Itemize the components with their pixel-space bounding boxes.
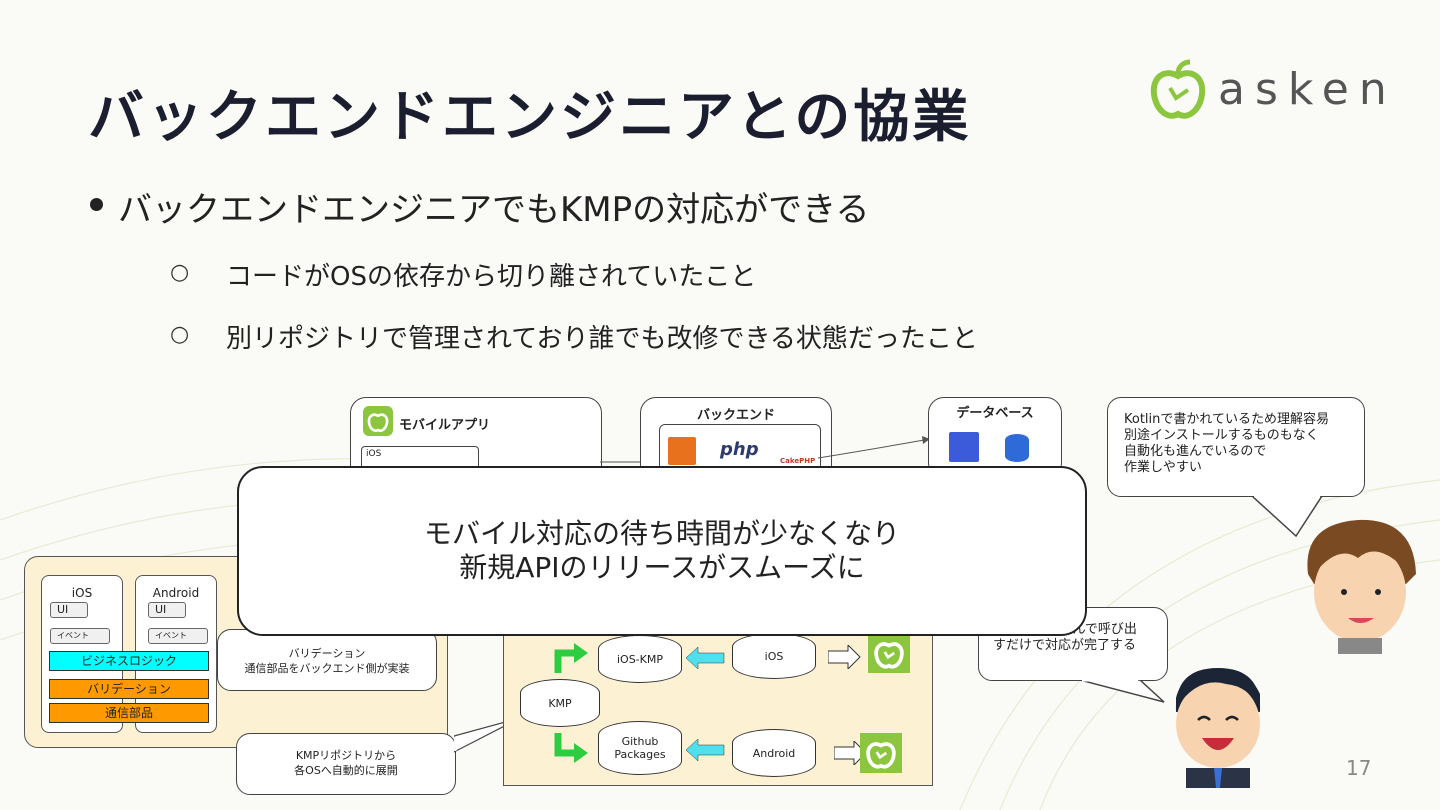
brand-logo: asken — [1150, 58, 1390, 124]
sub-bullet-marker: ○ — [170, 322, 190, 347]
brand-name: asken — [1218, 64, 1397, 115]
speech-tail-bottom — [1080, 680, 1165, 703]
validation-note: バリデーション 通信部品をバックエンド側が実装 — [217, 629, 437, 691]
sub-bullet-marker: ○ — [170, 260, 190, 285]
callout-box: モバイル対応の待ち時間が少なくなり 新規APIのリリースがスムーズに — [237, 466, 1087, 636]
server-icon — [668, 437, 696, 465]
bullet-main: バックエンドエンジニアでもKMPの対応ができる — [118, 190, 870, 230]
kmp-repo-note: KMPリポジトリから 各OSへ自動的に展開 — [236, 733, 456, 795]
android-column-title: Android — [152, 586, 200, 600]
database-title: データベース — [956, 406, 1034, 421]
ios-kmp-cylinder: iOS-KMP — [598, 635, 682, 683]
mobile-ios-label: iOS — [366, 449, 382, 459]
validation-note-line: 通信部品をバックエンド側が実装 — [244, 662, 410, 675]
ios-ui-pill: UI — [50, 602, 88, 618]
ios-cylinder: iOS — [732, 633, 816, 679]
speech-bubble-top: Kotlinで書かれているため理解容易 別途インストールするものもなく 自動化も… — [1107, 397, 1365, 497]
callout-line-2: 新規APIのリリースがスムーズに — [459, 551, 865, 584]
cyan-arrow-ios — [686, 647, 725, 669]
cyan-arrow-android — [686, 739, 725, 761]
packages-label: Packages — [614, 748, 666, 761]
page-number: 17 — [1346, 756, 1372, 780]
sub-bullet-1: コードがOSの依存から切り離されていたこと — [226, 262, 757, 292]
green-arrow-up — [554, 643, 588, 673]
php-logo: php — [720, 439, 759, 460]
kmp-repo-note-line: KMPリポジトリから — [295, 749, 397, 762]
network-bar: 通信部品 — [49, 703, 209, 723]
asken-android-app-icon — [860, 733, 902, 773]
speech-top-line: Kotlinで書かれているため理解容易 — [1124, 412, 1330, 427]
dynamodb-icon — [1005, 434, 1029, 462]
cakephp-logo: CakePHP — [780, 457, 816, 465]
asken-ios-app-icon — [868, 633, 910, 673]
rds-icon — [949, 432, 979, 462]
speech-tail-top — [1250, 496, 1323, 538]
apple-icon — [1150, 59, 1206, 119]
hollow-arrow-ios — [828, 645, 861, 669]
asken-app-icon — [363, 406, 393, 436]
speech-top-line: 別途インストールするものもなく — [1124, 428, 1319, 443]
callout-line-1: モバイル対応の待ち時間が少なくなり — [423, 517, 900, 550]
arrow-backend-db — [818, 436, 930, 459]
character-man-icon — [1307, 519, 1416, 654]
business-logic-bar: ビジネスロジック — [49, 651, 209, 671]
ios-event-pill: イベント — [50, 628, 110, 644]
kmp-repo-note-line: 各OSへ自動的に展開 — [294, 764, 398, 777]
slide-title: バックエンドエンジニアとの協業 — [88, 85, 972, 150]
validation-bar: バリデーション — [49, 679, 209, 699]
github-packages-cylinder: Github Packages — [598, 721, 682, 775]
sub-bullet-2: 別リポジトリで管理されており誰でも改修できる状態だったこと — [226, 324, 978, 354]
kmp-cylinder: KMP — [520, 679, 600, 727]
speech-top-line: 自動化も進んでいるので — [1124, 444, 1267, 459]
speech-top-line: 作業しやすい — [1124, 460, 1202, 475]
green-arrow-down — [554, 733, 588, 763]
bullet-dot — [90, 198, 103, 211]
android-event-pill: イベント — [148, 628, 208, 644]
speech-bottom-line: すだけで対応が完了する — [993, 638, 1137, 653]
backend-title: バックエンド — [696, 408, 775, 423]
github-label: Github — [621, 735, 659, 748]
mobile-app-title: モバイルアプリ — [399, 418, 491, 433]
validation-note-line: バリデーション — [288, 647, 366, 660]
ios-column-title: iOS — [71, 586, 93, 600]
android-cylinder: Android — [732, 729, 816, 777]
character-businessman-icon — [1175, 668, 1261, 788]
android-ui-pill: UI — [148, 602, 186, 618]
